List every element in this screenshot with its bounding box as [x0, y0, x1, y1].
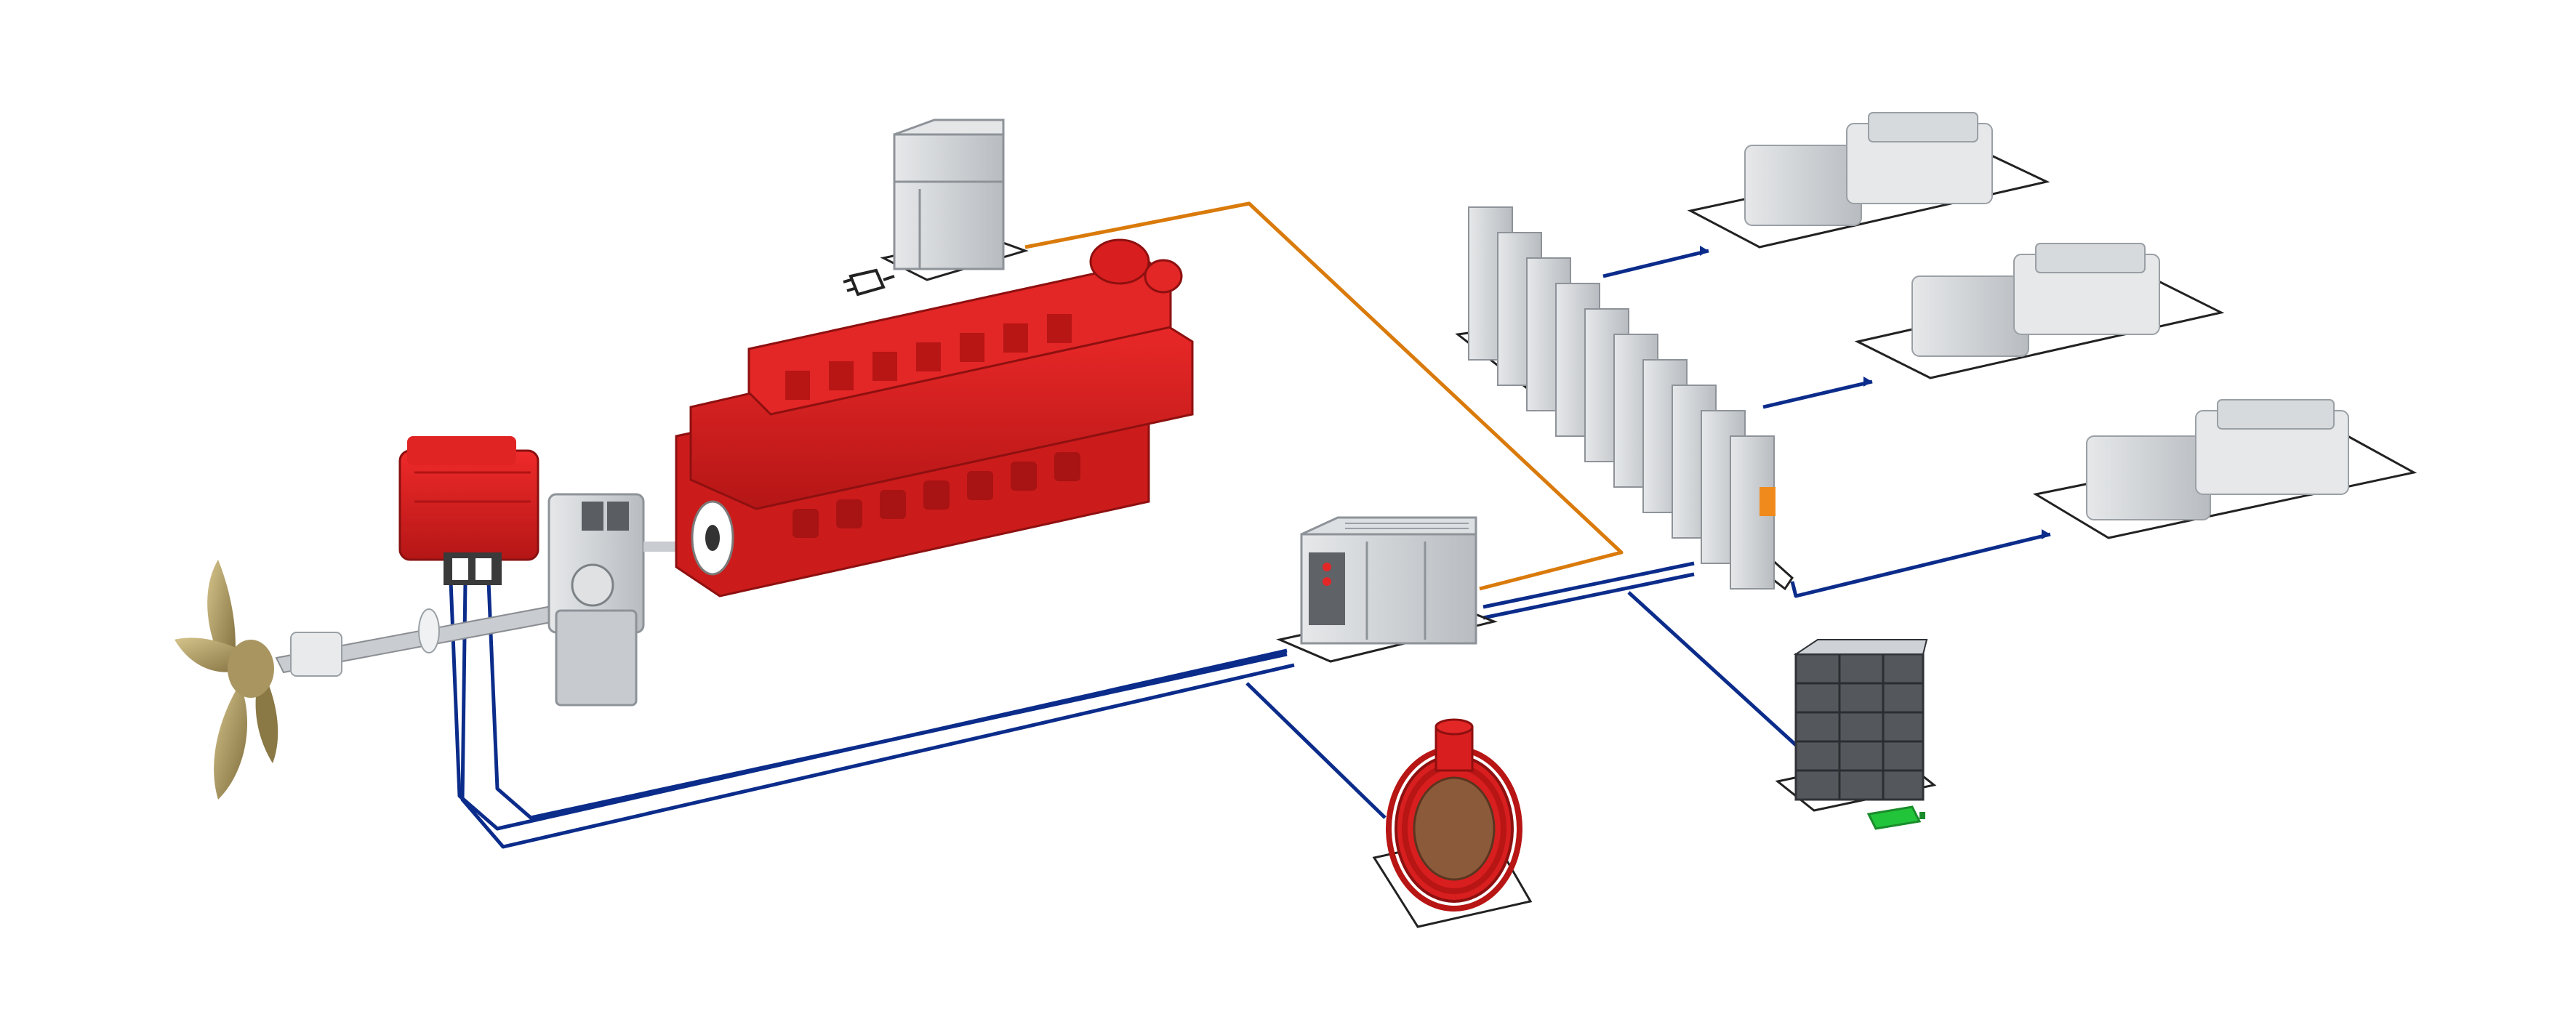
- genset-icon: [1744, 112, 1993, 226]
- shaft-bearing: [290, 632, 342, 677]
- electric-motor-icon: [398, 436, 539, 585]
- shore-cabinet: [893, 118, 1005, 270]
- genset-2: [1854, 243, 2225, 379]
- genset-3: [2032, 399, 2417, 539]
- main-engine: [675, 238, 1194, 598]
- converter-to-switchboard-line-2: [1482, 572, 1695, 620]
- converter-to-thruster-line: [1245, 682, 1387, 819]
- propeller: [174, 560, 576, 800]
- gearbox: [547, 493, 716, 707]
- switchboard-icon: [1468, 206, 1776, 590]
- frequency-converter: [1276, 516, 1498, 663]
- switchboard-to-genset-1-line: [1602, 249, 1709, 278]
- switchboard-to-genset-2-line: [1762, 379, 1873, 409]
- shaft-generator-line-3: [460, 581, 1295, 849]
- connection-lines: [449, 201, 2051, 849]
- shaft-flange: [418, 608, 440, 653]
- switchboard: [1455, 206, 1794, 591]
- battery-storage: [1775, 639, 1937, 830]
- converter-cabinet-icon: [1300, 516, 1477, 645]
- plug-icon: [843, 268, 895, 297]
- converter-to-switchboard-line: [1482, 561, 1695, 609]
- tunnel-thruster-icon: [1386, 718, 1522, 912]
- auxiliary-gensets: [1687, 112, 2417, 539]
- arrowhead-1: [1700, 246, 1709, 256]
- propeller-icon: [174, 560, 278, 800]
- arrowhead-3: [2042, 529, 2050, 539]
- genset-1: [1687, 112, 2050, 249]
- engine-icon: [675, 238, 1194, 598]
- genset-icon: [2086, 399, 2349, 520]
- shore-connection: [843, 118, 1029, 297]
- genset-icon: [1911, 243, 2160, 357]
- arrowhead-2: [1863, 377, 1872, 387]
- shaft-generator-line-2: [486, 581, 1288, 820]
- battery-icon: [1793, 639, 1928, 801]
- shore-power-line: [1024, 201, 1624, 591]
- battery-charge-icon: [1866, 805, 1925, 830]
- switchboard-to-battery-line: [1627, 591, 1797, 747]
- thruster: [1372, 718, 1533, 928]
- gearbox-icon: [547, 493, 716, 707]
- switchboard-to-genset-3-line: [1790, 532, 2051, 598]
- shaft-generator: [398, 436, 539, 585]
